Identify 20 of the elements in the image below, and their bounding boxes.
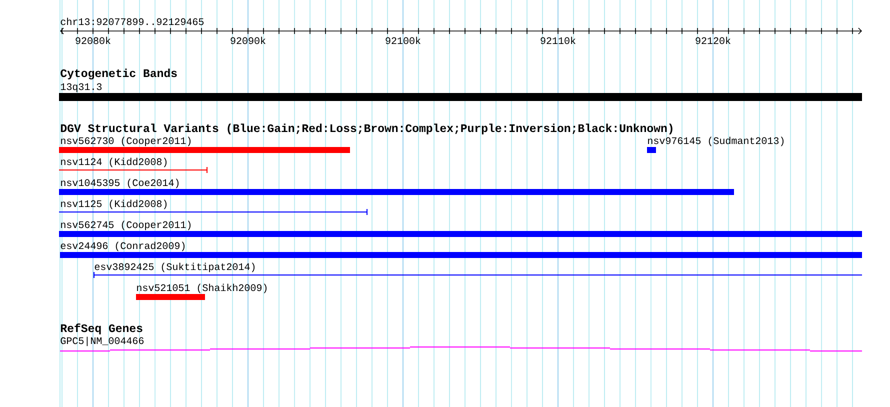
- tick-label: 92110k: [540, 36, 576, 44]
- variant-label: esv24496 (Conrad2009): [60, 242, 185, 252]
- variant-label: nsv1125 (Kidd2008): [61, 200, 167, 210]
- track-heading: RefSeq Genes: [60, 324, 142, 334]
- track-heading: Cytogenetic Bands: [60, 68, 177, 80]
- coordinate-label: chr13:92077899..92129465: [60, 18, 204, 26]
- variant-label: nsv1045395 (Coe2014): [61, 178, 179, 188]
- variant-label: nsv562730 (Cooper2011): [61, 136, 191, 146]
- tick-label: 92080k: [76, 36, 110, 44]
- band-label: 13q31.3: [60, 83, 102, 92]
- tick-label: 92120k: [696, 36, 730, 44]
- track-heading: DGV Structural Variants (Blue:Gain;Red:Loss;Brown:Complex;Purple:Inversion;Black:Unknown): [60, 124, 672, 134]
- variant-label: esv3892425 (Suktitipat2014): [94, 262, 255, 272]
- variant-label: nsv1124 (Kidd2008): [61, 158, 167, 168]
- variant-label: nsv521051 (Shaikh2009): [137, 284, 267, 294]
- tick-label: 92100k: [386, 36, 420, 44]
- tick-label: 92090k: [230, 36, 266, 44]
- gene-label: GPC5|NM_004466: [60, 336, 144, 346]
- variant-label: nsv562745 (Cooper2011): [61, 220, 191, 230]
- variant-label: nsv976145 (Sudmant2013): [648, 136, 784, 146]
